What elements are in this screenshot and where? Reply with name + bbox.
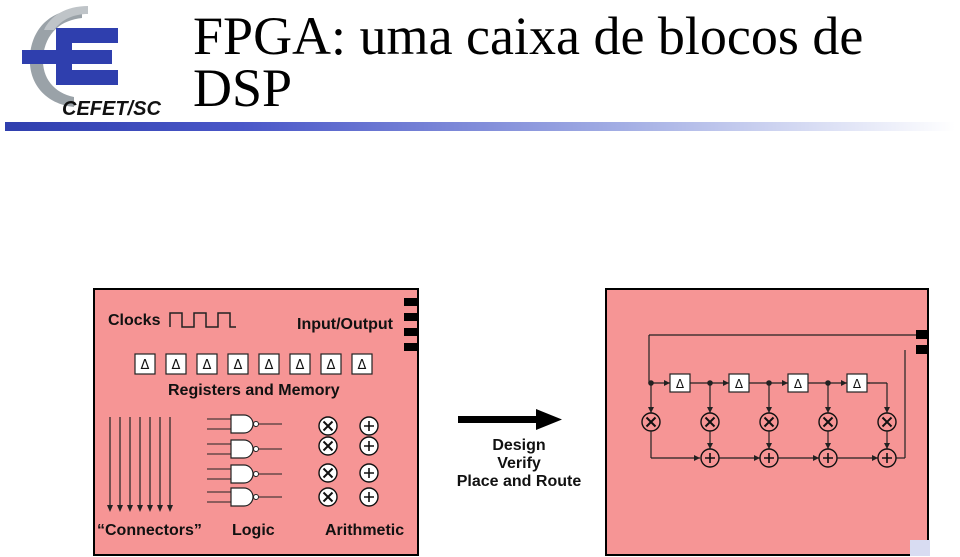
register-delta: Δ [265,358,274,373]
connector-wires [107,417,173,512]
nand-gate [207,439,282,459]
corner-mark [910,540,930,556]
nand-gate [207,487,282,507]
register-delta: Δ [358,358,367,373]
fir-arrowhead [707,407,713,413]
adder-icon [700,448,720,468]
fir-arrowhead [766,443,772,449]
register-delta: Δ [203,358,212,373]
register-box [165,353,187,375]
fir-arrowhead [694,455,700,461]
register-box [134,353,156,375]
multiplier-icon [877,412,897,432]
connector-arrowhead [127,505,133,512]
connector-arrowhead [107,505,113,512]
adder-icon [359,463,379,483]
register-delta: Δ [234,358,243,373]
fir-register-delta: Δ [853,377,862,391]
fir-arrowhead [841,380,847,386]
multiplier-icon [700,412,720,432]
fir-arrowhead [813,455,819,461]
register-box [351,353,373,375]
logic-label: Logic [232,522,275,539]
page-title: FPGA: uma caixa de blocos de DSP [193,6,864,118]
register-box [258,353,280,375]
adder-icon [759,448,779,468]
register-delta: Δ [327,358,336,373]
fpga-resources-panel: Clocks Input/Output Δ Δ Δ Δ Δ Δ Δ Δ Registers a… [93,288,419,556]
fir-register-delta: Δ [676,377,685,391]
connectors-label: “Connectors” [97,522,202,539]
fir-arrowhead [884,443,890,449]
clock-waveform [169,312,236,328]
register-box [320,353,342,375]
multiplier-icon [318,416,338,436]
cefet-sc-logo: CEFET/SC [22,6,161,120]
fir-arrowhead [664,380,670,386]
fir-arrowhead [648,407,654,413]
design-flow-arrow: Design Verify Place and Route [457,409,582,490]
adder-icon [359,436,379,456]
connector-arrowhead [157,505,163,512]
fir-arrowhead [754,455,760,461]
connector-arrowhead [147,505,153,512]
connector-arrowhead [137,505,143,512]
fir-arrowhead [884,407,890,413]
multiplier-icon [318,463,338,483]
nand-gate [207,414,282,434]
fir-arrowhead [766,407,772,413]
multiplier-icon [759,412,779,432]
register-delta: Δ [141,358,150,373]
register-delta: Δ [172,358,181,373]
multiplier-icon [641,412,661,432]
place-and-route-label: Place and Route [457,473,582,490]
adder-icon [359,487,379,507]
design-label: Design [492,437,545,454]
fir-arrowhead [707,443,713,449]
multiplier-icon [318,436,338,456]
register-delta: Δ [296,358,305,373]
arithmetic-label: Arithmetic [325,522,404,539]
register-box [289,353,311,375]
adder-icon [818,448,838,468]
clocks-label: Clocks [108,312,161,329]
fir-arrowhead [782,380,788,386]
fir-register-delta: Δ [794,377,803,391]
connector-arrowhead [117,505,123,512]
arithmetic-symbols [318,416,379,507]
io-label: Input/Output [297,316,394,333]
register-box [196,353,218,375]
fir-arrowhead [872,455,878,461]
register-box [227,353,249,375]
nand-gate [207,464,282,484]
verify-label: Verify [497,455,541,472]
logic-gates [207,414,282,507]
multiplier-icon [318,487,338,507]
title-underline [5,122,955,131]
connector-arrowhead [167,505,173,512]
logo-text: CEFET/SC [62,98,161,120]
registers-label: Registers and Memory [168,382,340,399]
adder-icon [359,416,379,436]
fir-arrowhead [825,443,831,449]
multiplier-icon [818,412,838,432]
adder-icon [877,448,897,468]
fir-arrowhead [825,407,831,413]
fir-arrowhead [723,380,729,386]
fir-register-delta: Δ [735,377,744,391]
io-pins [404,298,418,351]
